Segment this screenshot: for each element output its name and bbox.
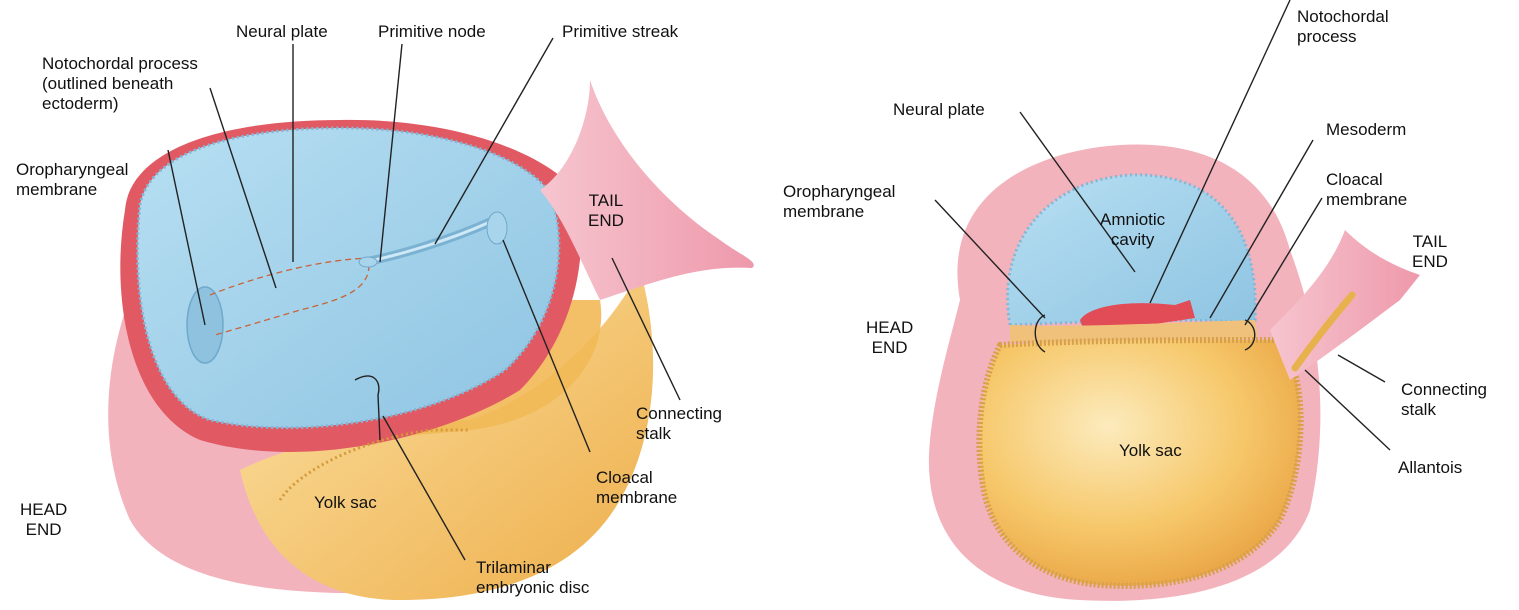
- left-label-primitive-node: Primitive node: [378, 22, 486, 42]
- right-label-cloacal-membrane: Cloacal membrane: [1326, 170, 1407, 210]
- right-label-yolk-sac: Yolk sac: [1119, 441, 1182, 461]
- right-label-connecting-stalk: Connecting stalk: [1401, 380, 1487, 420]
- right-label-mesoderm: Mesoderm: [1326, 120, 1406, 140]
- left-label-neural-plate: Neural plate: [236, 22, 328, 42]
- right-embryo-drawing: [929, 145, 1420, 601]
- left-label-yolk-sac: Yolk sac: [314, 493, 377, 513]
- right-label-neural-plate: Neural plate: [893, 100, 985, 120]
- left-label-cloacal-membrane: Cloacal membrane: [596, 468, 677, 508]
- left-label-oropharyngeal-membrane: Oropharyngeal membrane: [16, 160, 128, 200]
- left-primitive-node: [359, 257, 377, 267]
- left-label-notochordal-process: Notochordal process (outlined beneath ec…: [42, 54, 198, 114]
- left-cloacal-membrane: [487, 212, 507, 244]
- left-label-head-end: HEAD END: [20, 500, 67, 540]
- right-label-notochordal-process: Notochordal process: [1297, 7, 1389, 47]
- left-label-tail-end: TAIL END: [588, 191, 624, 231]
- right-label-amniotic-cavity: Amniotic cavity: [1100, 210, 1165, 250]
- left-label-trilaminar-disc: Trilaminar embryonic disc: [476, 558, 589, 598]
- right-label-head-end: HEAD END: [866, 318, 913, 358]
- right-label-allantois: Allantois: [1398, 458, 1462, 478]
- right-label-oropharyngeal-membrane: Oropharyngeal membrane: [783, 182, 895, 222]
- right-yolk-sac: [979, 340, 1300, 586]
- left-label-primitive-streak: Primitive streak: [562, 22, 678, 42]
- left-label-connecting-stalk: Connecting stalk: [636, 404, 722, 444]
- right-label-tail-end: TAIL END: [1412, 232, 1448, 272]
- left-embryo-drawing: [108, 80, 754, 600]
